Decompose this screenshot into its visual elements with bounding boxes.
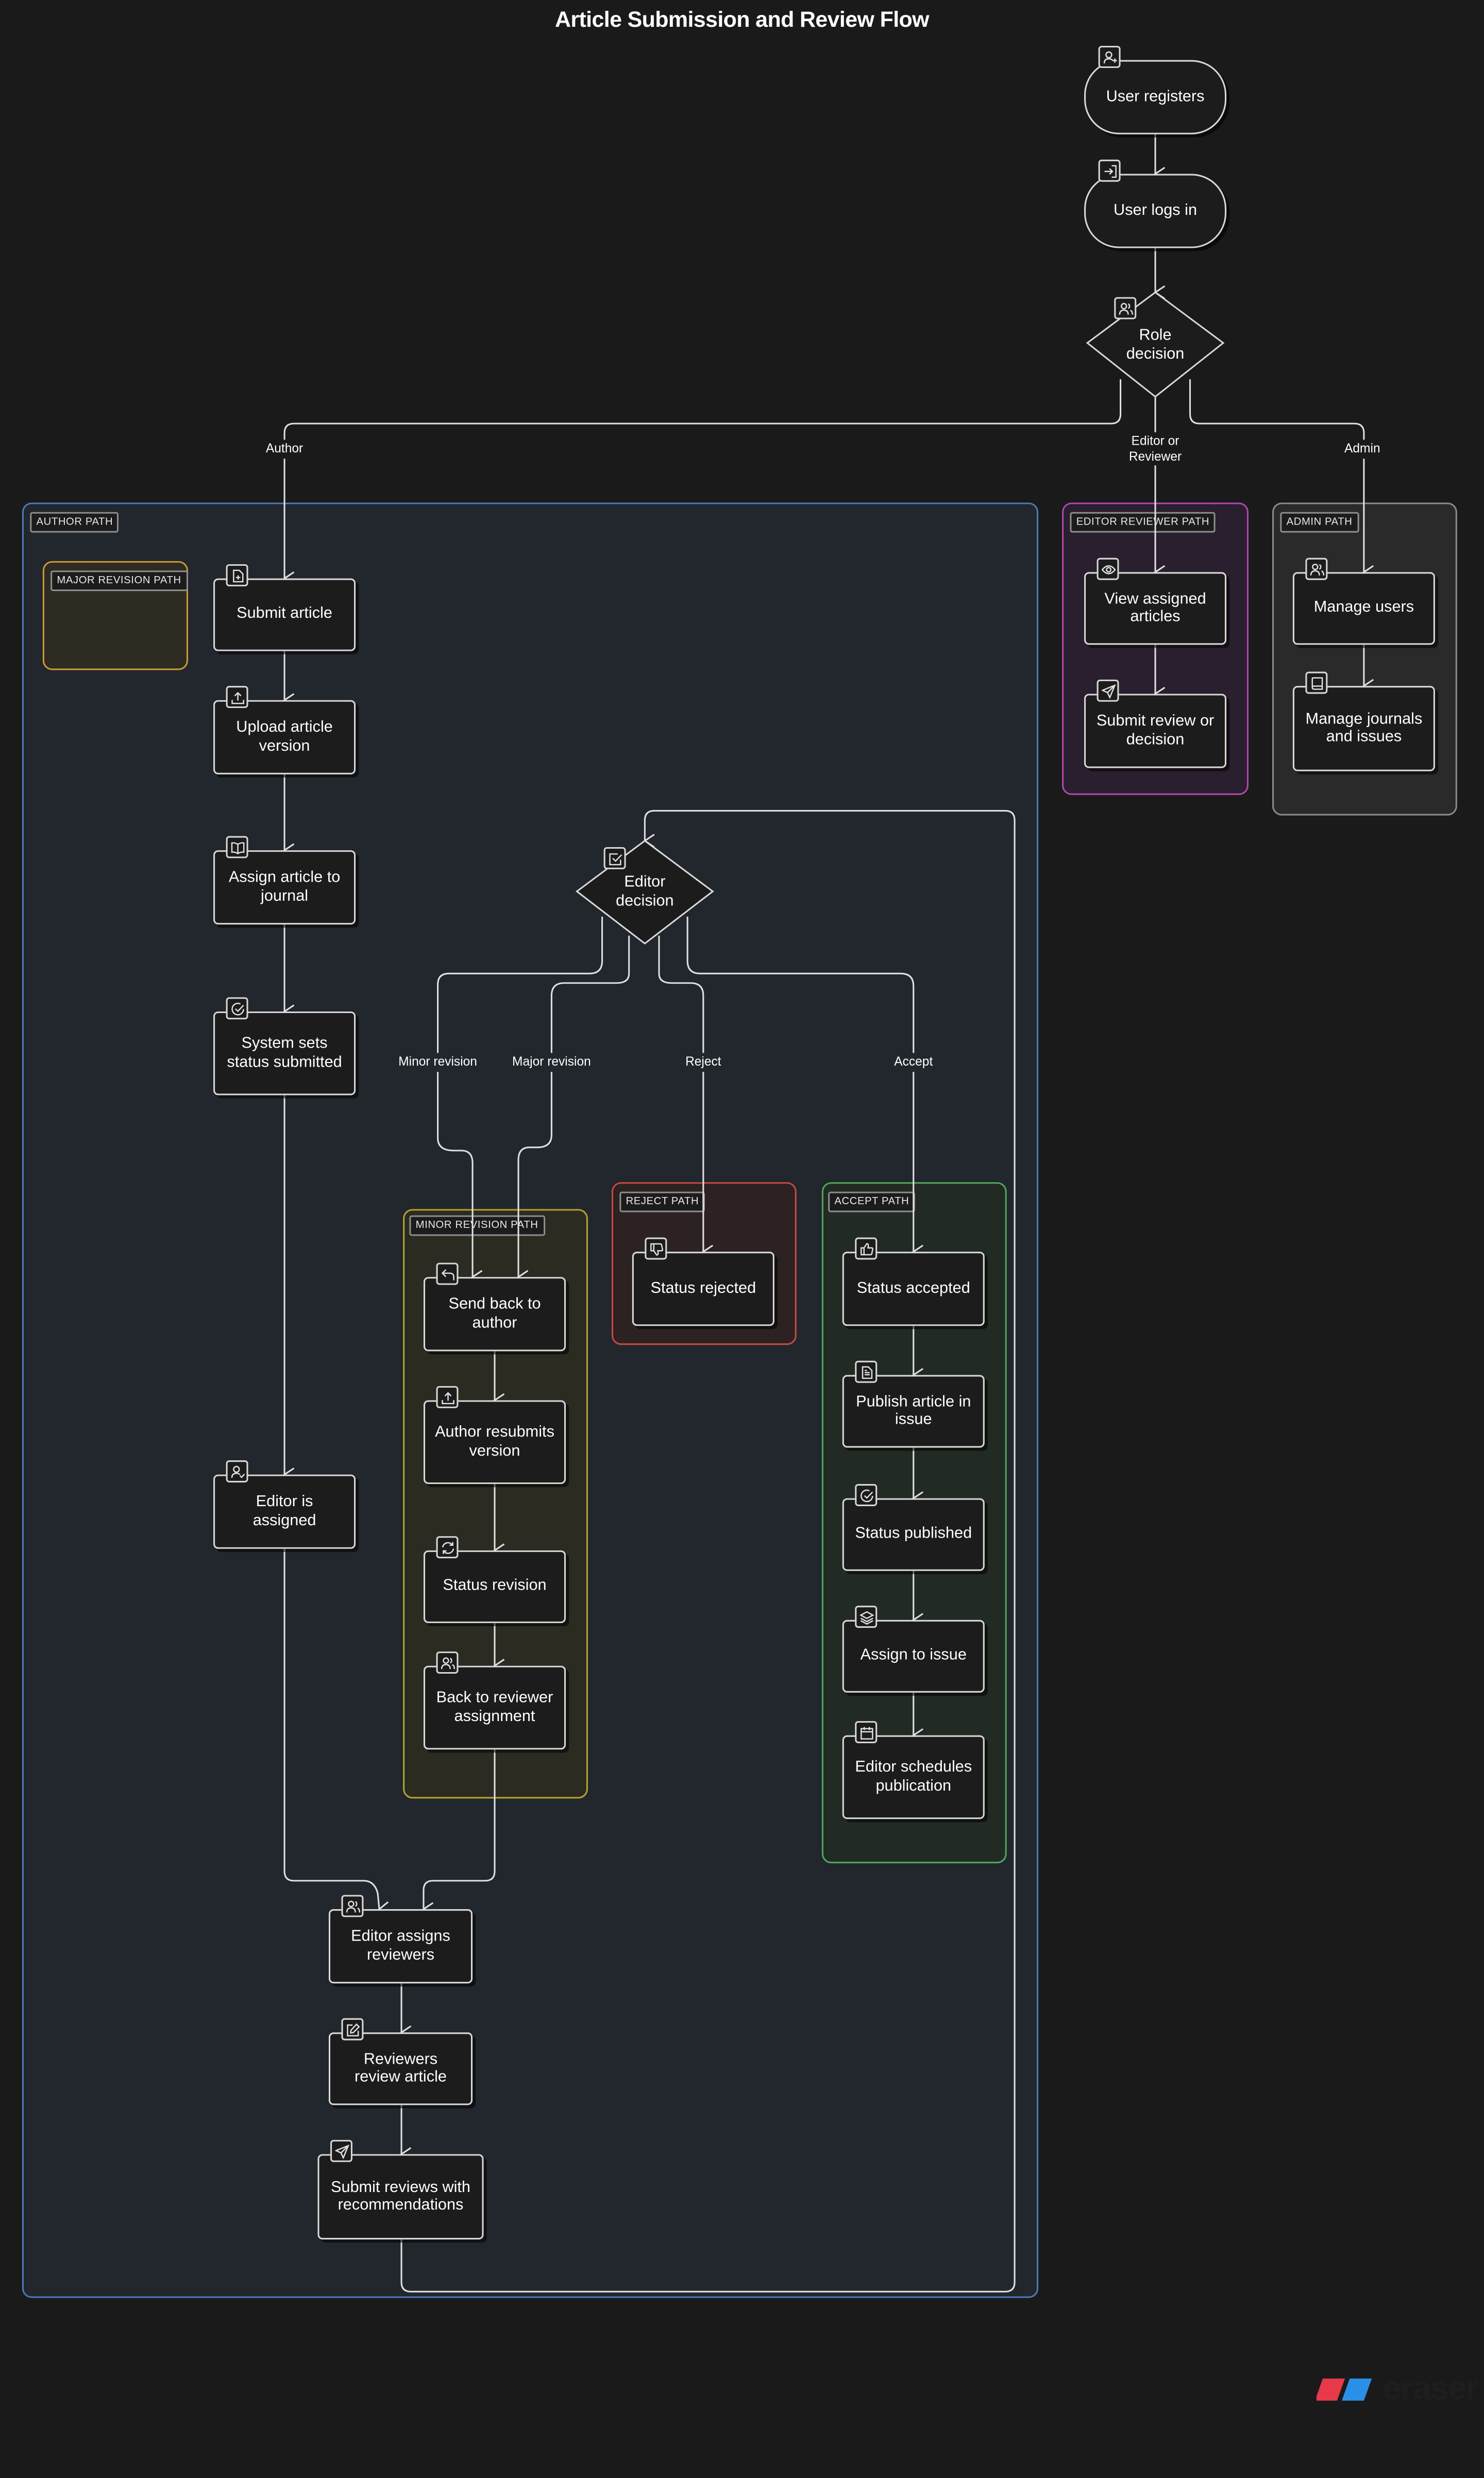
- edge-loop-decision: [400, 810, 1016, 2292]
- minor-revision-tag: MINOR REVISION PATH: [409, 1215, 545, 1236]
- edge-decision-minor: [437, 916, 603, 1284]
- user-plus-icon: [1098, 45, 1121, 68]
- editor-assigns-reviewers-node: Editor assigns reviewers: [328, 1909, 473, 1984]
- edge-label-reject: Reject: [684, 1053, 723, 1071]
- upload-icon: [226, 686, 248, 709]
- major-revision-tag: MAJOR REVISION PATH: [50, 570, 188, 592]
- status-submitted-node: System sets status submitted: [213, 1011, 356, 1095]
- undo-icon: [436, 1262, 459, 1285]
- user-check-icon: [226, 1460, 248, 1482]
- edge-role-author: [283, 379, 1122, 586]
- check-square-icon: [603, 847, 626, 869]
- eraser-logo-text: eraser: [1382, 2370, 1479, 2407]
- check-circle-icon: [226, 997, 248, 1020]
- edge-label-major: Major revision: [510, 1053, 593, 1071]
- eraser-logo-icon: [1316, 2378, 1372, 2401]
- users-icon: [1305, 558, 1328, 580]
- reject-path-tag: REJECT PATH: [619, 1191, 705, 1212]
- edge-label-admin: Admin: [1342, 440, 1382, 458]
- users-icon: [341, 1895, 364, 1917]
- reviewers-review-node: Reviewers review article: [328, 2032, 473, 2105]
- status-rejected-node: Status rejected: [632, 1252, 774, 1326]
- publish-issue-node: Publish article in issue: [842, 1375, 985, 1448]
- send-icon: [330, 2139, 352, 2162]
- author-resubmits-node: Author resubmits version: [423, 1400, 566, 1485]
- editor-schedules-node: Editor schedules publication: [842, 1735, 985, 1819]
- back-reviewer-node: Back to reviewer assignment: [423, 1665, 566, 1750]
- eye-icon: [1097, 558, 1119, 580]
- users-icon: [1114, 297, 1137, 319]
- edge-decision-accept: [686, 916, 924, 1259]
- edit-icon: [341, 2018, 364, 2041]
- manage-journals-node: Manage journals and issues: [1292, 686, 1435, 771]
- upload-icon: [436, 1386, 459, 1408]
- edge-role-admin: [1189, 379, 1374, 579]
- edge-backreviewer-assigns: [422, 1749, 496, 1916]
- file-text-icon: [855, 1360, 878, 1383]
- file-plus-icon: [226, 564, 248, 586]
- eraser-logo: eraser: [1316, 2370, 1479, 2409]
- editor-assigned-node: Editor is assigned: [213, 1474, 356, 1549]
- view-assigned-node: View assigned articles: [1084, 572, 1227, 645]
- author-path-tag: AUTHOR PATH: [30, 512, 120, 533]
- edge-label-accept: Accept: [892, 1053, 935, 1071]
- calendar-icon: [855, 1721, 878, 1744]
- manage-users-node: Manage users: [1292, 572, 1435, 645]
- edge-label-minor: Minor revision: [397, 1053, 479, 1071]
- status-accepted-node: Status accepted: [842, 1252, 985, 1326]
- editor-reviewer-path-tag: EDITOR REVIEWER PATH: [1070, 512, 1216, 533]
- user-registers-node: User registers: [1084, 60, 1227, 134]
- thumbs-up-icon: [855, 1237, 878, 1260]
- assign-journal-node: Assign article to journal: [213, 850, 356, 925]
- submit-reviews-node: Submit reviews with recommendations: [317, 2154, 484, 2240]
- submit-article-node: Submit article: [213, 578, 356, 651]
- edge-decision-major: [517, 935, 630, 1284]
- send-icon: [1097, 679, 1119, 702]
- submit-review-decision-node: Submit review or decision: [1084, 694, 1227, 768]
- layers-icon: [855, 1606, 878, 1628]
- book-icon: [1305, 671, 1328, 694]
- thumbs-down-icon: [645, 1237, 667, 1260]
- accept-path-tag: ACCEPT PATH: [828, 1191, 916, 1212]
- send-back-node: Send back to author: [423, 1277, 566, 1352]
- check-circle-icon: [855, 1484, 878, 1506]
- status-published-node: Status published: [842, 1498, 985, 1571]
- upload-version-node: Upload article version: [213, 700, 356, 774]
- edge-label-editor-reviewer: Editor or Reviewer: [1122, 432, 1189, 466]
- edge-editor-assigns: [283, 1548, 390, 1915]
- status-revision-node: Status revision: [423, 1550, 566, 1623]
- book-open-icon: [226, 836, 248, 858]
- user-logs-in-node: User logs in: [1084, 174, 1227, 248]
- edge-decision-reject: [658, 935, 714, 1259]
- users-icon: [436, 1651, 459, 1674]
- log-in-icon: [1098, 159, 1121, 182]
- refresh-icon: [436, 1536, 459, 1559]
- edge-label-author: Author: [264, 440, 305, 458]
- editor-decision-label: Editor decision: [616, 874, 674, 910]
- diagram-title: Article Submission and Review Flow: [554, 6, 930, 32]
- admin-path-tag: ADMIN PATH: [1280, 512, 1359, 533]
- assign-issue-node: Assign to issue: [842, 1620, 985, 1693]
- role-decision-label: Role decision: [1126, 327, 1185, 363]
